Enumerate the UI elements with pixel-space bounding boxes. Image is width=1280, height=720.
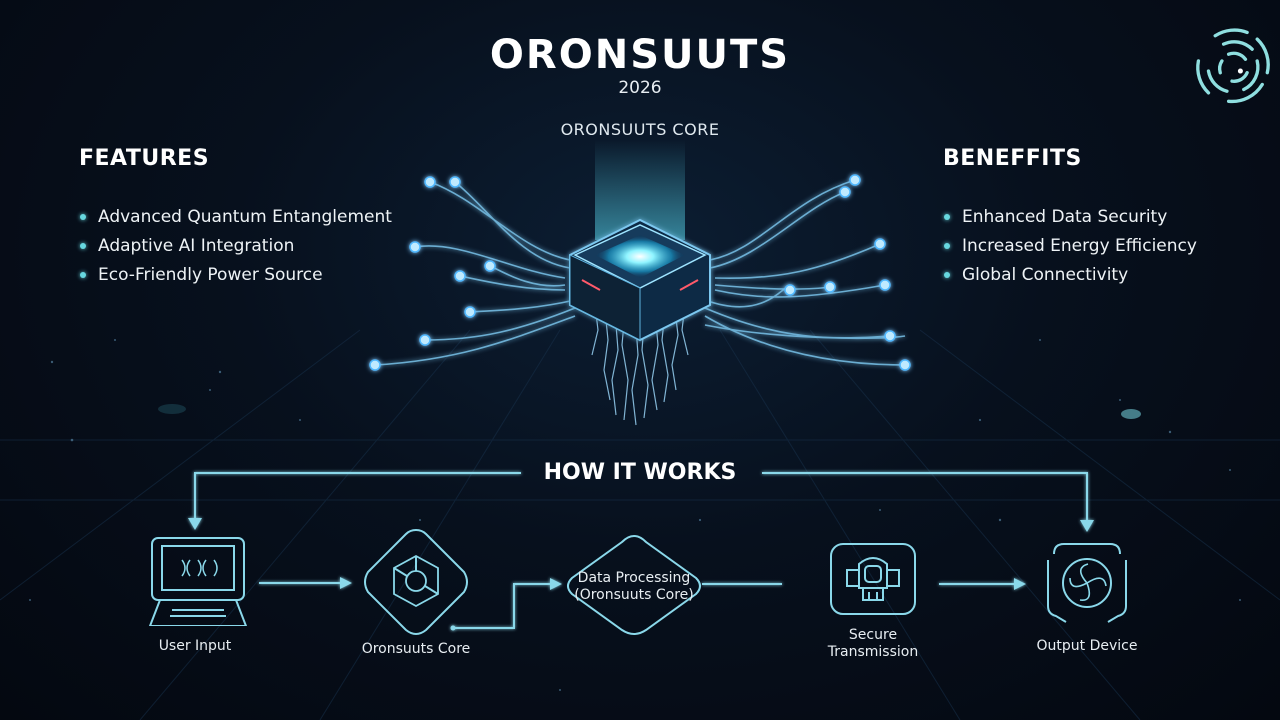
features-list: Advanced Quantum Entanglement Adaptive A…	[80, 202, 392, 289]
step-label-line: Transmission	[827, 644, 919, 660]
robot-shield-icon	[830, 543, 916, 615]
step-label-data-processing: Data Processing (Oronsuuts Core)	[564, 570, 704, 604]
feature-label: Eco-Friendly Power Source	[98, 264, 323, 285]
benefits-list-item: Enhanced Data Security	[944, 202, 1197, 231]
step-label-user-input: User Input	[158, 638, 232, 654]
laptop-icon	[148, 537, 248, 626]
step-label-line: (Oronsuuts Core)	[574, 587, 694, 603]
step-label-oronsuuts-core: Oronsuuts Core	[361, 641, 471, 657]
step-label-output-device: Output Device	[1036, 638, 1138, 654]
core-label: ORONSUUTS CORE	[560, 120, 720, 139]
step-label-line: Data Processing	[577, 570, 691, 586]
how-it-works-heading: HOW IT WORKS	[543, 460, 737, 485]
concentric-arcs-logo-icon	[1196, 28, 1270, 104]
bullet-dot-icon	[80, 213, 86, 220]
page-year: 2026	[618, 78, 662, 98]
benefits-heading: BENEFFITS	[943, 146, 1082, 171]
features-list-item: Eco-Friendly Power Source	[80, 260, 392, 289]
step-label-secure-transmission: Secure Transmission	[808, 627, 938, 661]
swirl-device-icon	[1047, 543, 1127, 623]
benefits-list-item: Increased Energy Efficiency	[944, 231, 1197, 260]
bullet-dot-icon	[80, 271, 86, 278]
quantum-chip-illustration	[369, 140, 911, 426]
bullet-dot-icon	[944, 242, 950, 249]
benefits-list: Enhanced Data Security Increased Energy …	[944, 202, 1197, 289]
page-title: ORONSUUTS	[489, 32, 791, 78]
bullet-dot-icon	[944, 271, 950, 278]
bullet-dot-icon	[944, 213, 950, 220]
benefits-list-item: Global Connectivity	[944, 260, 1197, 289]
feature-label: Adaptive AI Integration	[98, 235, 295, 256]
features-list-item: Advanced Quantum Entanglement	[80, 202, 392, 231]
diamond-decision-shape	[567, 534, 701, 635]
step-label-line: Secure	[848, 627, 898, 643]
hexagon-core-icon	[364, 528, 468, 635]
benefit-label: Increased Energy Efficiency	[962, 235, 1197, 256]
benefit-label: Enhanced Data Security	[962, 206, 1168, 227]
bullet-dot-icon	[80, 242, 86, 249]
features-heading: FEATURES	[79, 146, 210, 171]
features-list-item: Adaptive AI Integration	[80, 231, 392, 260]
feature-label: Advanced Quantum Entanglement	[98, 206, 392, 227]
benefit-label: Global Connectivity	[962, 264, 1129, 285]
